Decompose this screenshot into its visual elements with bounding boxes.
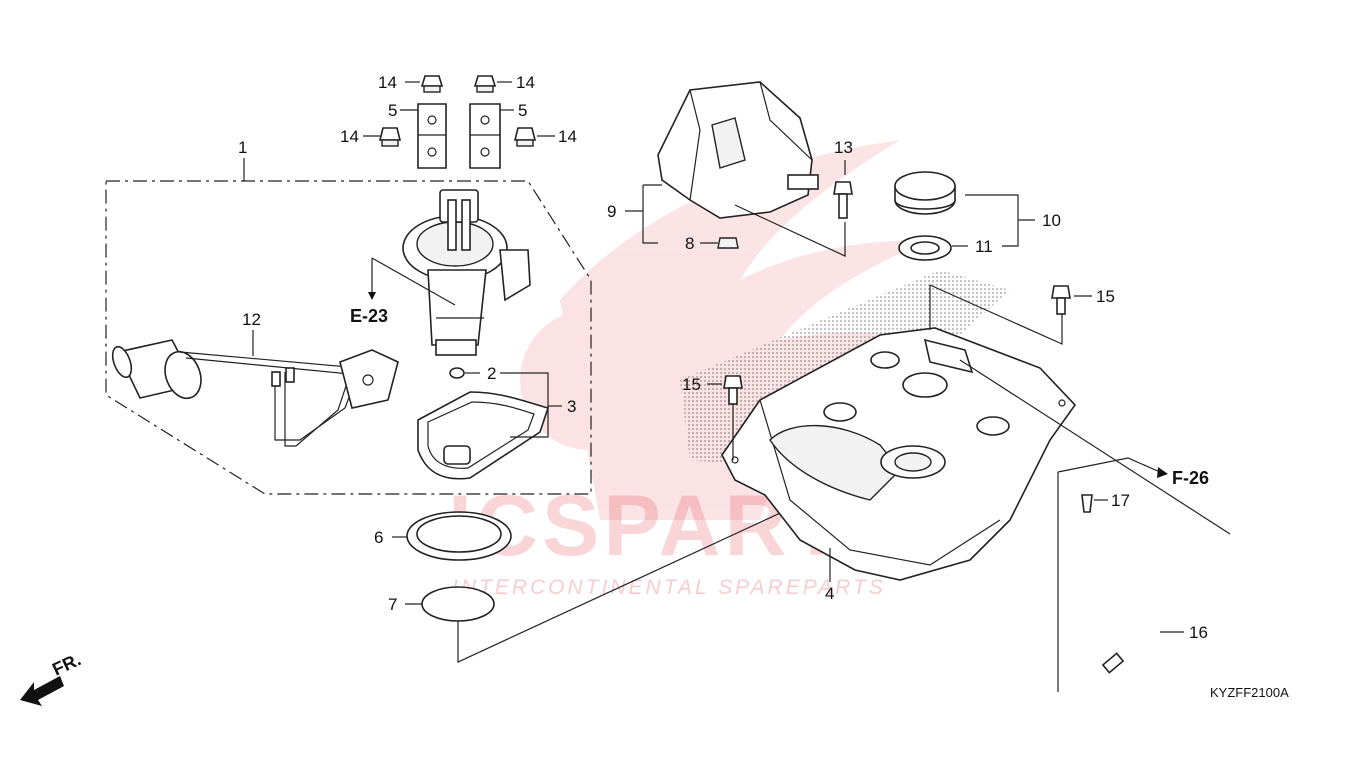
leader-3-bracket (500, 372, 549, 438)
callout-5-left: 5 (388, 101, 397, 120)
ref-arrow-f26-head (1157, 467, 1168, 478)
fuel-strainer-3 (417, 391, 550, 480)
breather-tube-16 (1072, 517, 1199, 682)
nut-14-mid-right (513, 127, 537, 147)
diagram-code: KYZFF2100A (1210, 685, 1289, 700)
callout-15-left: 15 (682, 375, 701, 394)
nut-14-top-right (473, 75, 497, 93)
leader-13 (734, 160, 846, 257)
callout-15-right: 15 (1096, 287, 1115, 306)
callout-labels: 1 2 3 4 5 5 6 7 8 9 10 11 12 13 14 14 14… (238, 73, 1208, 642)
callout-7: 7 (388, 595, 397, 614)
fuel-tank-cover-9 (657, 81, 819, 219)
leader-9-bracket (625, 184, 662, 244)
callout-2: 2 (487, 364, 496, 383)
callout-11: 11 (975, 237, 993, 256)
o-ring-2 (449, 367, 465, 379)
clamp-5-left (417, 103, 447, 169)
callout-13: 13 (834, 138, 853, 157)
ref-f26-line (1057, 457, 1161, 473)
ref-f26: F-26 (1172, 468, 1209, 488)
bolt-15-right (1051, 285, 1071, 315)
callout-17: 17 (1111, 491, 1130, 510)
ref-arrow-e23-head (368, 292, 376, 300)
ref-e23: E-23 (350, 306, 388, 326)
callout-6: 6 (374, 528, 383, 547)
fuel-level-sensor (111, 339, 399, 447)
tube-clip-17 (1081, 494, 1093, 513)
callout-9: 9 (607, 202, 616, 221)
bolt-15-left (723, 375, 743, 405)
fuel-pump (371, 189, 531, 356)
cap-gasket-11 (898, 235, 952, 261)
callout-12: 12 (242, 310, 261, 329)
fuel-filler-cap-10 (894, 171, 956, 215)
front-direction-arrow-icon (20, 676, 64, 706)
direction-label: FR. (49, 649, 84, 679)
callout-14-top-right: 14 (516, 73, 535, 92)
callout-4: 4 (825, 584, 834, 603)
leader-f26 (959, 359, 1231, 535)
watermark-wing-logo (520, 140, 930, 520)
callout-5-right: 5 (518, 101, 527, 120)
packing-6 (406, 511, 512, 561)
callout-3: 3 (567, 397, 576, 416)
leader-assembly-to-tank (457, 489, 831, 663)
nut-14-top-left (420, 75, 444, 93)
callout-10: 10 (1042, 211, 1061, 230)
o-ring-7 (421, 586, 495, 622)
fuel-tank-4 (680, 270, 1077, 581)
clamp-5-right (469, 103, 501, 169)
nut-14-mid-left (378, 127, 402, 147)
callout-8: 8 (685, 234, 694, 253)
callout-14-mid-left: 14 (340, 127, 359, 146)
callout-16: 16 (1189, 623, 1208, 642)
callout-14-mid-right: 14 (558, 127, 577, 146)
callout-1: 1 (238, 138, 247, 157)
bolt-13 (833, 181, 853, 219)
callout-14-top-left: 14 (378, 73, 397, 92)
grommet-8 (717, 237, 739, 249)
watermark-tagline: INTERCONTINENTAL SPAREPARTS (452, 576, 886, 599)
